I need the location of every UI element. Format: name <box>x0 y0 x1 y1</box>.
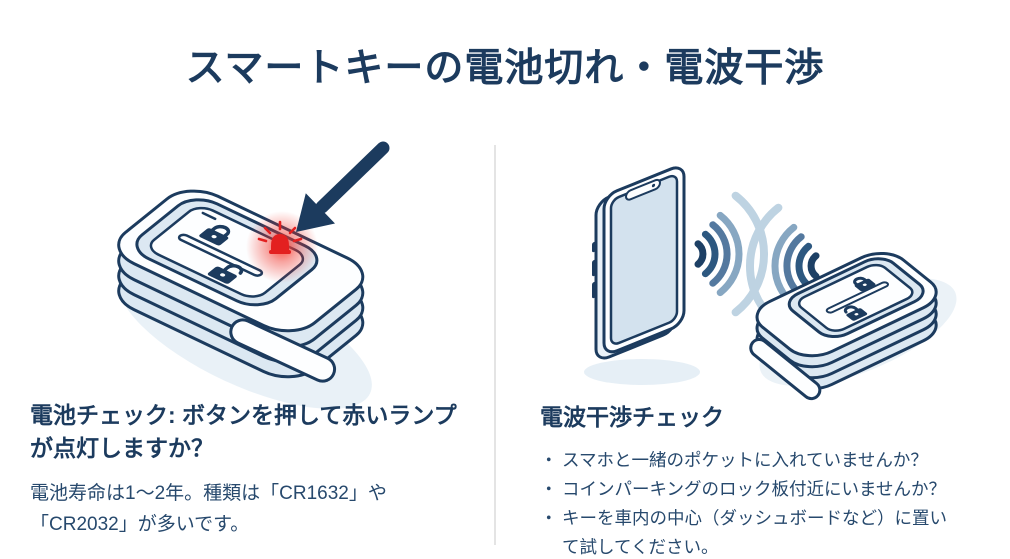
heading-line: 電池チェック: ボタンを押して赤いランプ <box>30 402 457 428</box>
list-item-line: キーを車内の中心（ダッシュボードなど）に置い <box>562 508 947 528</box>
list-item-line: て試してください。 <box>562 537 719 557</box>
list-item: ・ キーを車内の中心（ダッシュボードなど）に置い て試してください。 <box>540 504 1005 559</box>
list-item-text: コインパーキングのロック板付近にいませんか？ <box>562 479 946 499</box>
list-item: ・ スマホと一緒のポケットに入れていませんか？ <box>540 446 1005 475</box>
bullet-marker: ・ <box>540 450 558 470</box>
bullet-marker: ・ <box>540 479 558 499</box>
page-title: スマートキーの電池切れ・電波干渉 <box>185 47 825 90</box>
phone-notch <box>626 178 660 201</box>
right-fob-grip <box>747 336 823 402</box>
battery-check-heading: 電池チェック: ボタンを押して赤いランプ が点灯しますか？ <box>30 399 490 465</box>
interference-illustration <box>584 164 957 409</box>
lock-icon <box>850 275 876 292</box>
lock-icon <box>199 223 236 246</box>
unlock-icon <box>841 304 868 321</box>
heading-line: が点灯しますか？ <box>30 435 214 461</box>
list-item: ・ コインパーキングのロック板付近にいませんか？ <box>540 475 1005 504</box>
section-divider <box>494 145 496 545</box>
list-item-text: キーを車内の中心（ダッシュボードなど）に置い て試してください。 <box>562 504 1005 559</box>
phone-side-buttons <box>592 241 597 299</box>
key-fob-illustration <box>99 141 390 409</box>
unlock-icon <box>207 260 246 284</box>
smartphone-illustration <box>592 164 684 364</box>
interference-check-heading: 電波干渉チェック <box>540 404 724 430</box>
interference-check-list: ・ スマホと一緒のポケットに入れていませんか？ ・ コインパーキングのロック板付… <box>540 446 1005 559</box>
body-line: 「CR2032」が多いです。 <box>30 514 250 535</box>
right-key-fob-illustration <box>745 246 948 402</box>
body-line: 電池寿命は1〜2年。種類は「CR1632」や <box>30 483 387 504</box>
list-item-text: スマホと一緒のポケットに入れていませんか？ <box>562 450 928 470</box>
interference-check-section: 電波干渉チェック ・ スマホと一緒のポケットに入れていませんか？ ・ コインパー… <box>540 401 1005 559</box>
battery-check-body: 電池寿命は1〜2年。種類は「CR1632」や 「CR2032」が多いです。 <box>30 478 490 540</box>
battery-check-section: 電池チェック: ボタンを押して赤いランプ が点灯しますか？ 電池寿命は1〜2年。… <box>30 399 490 540</box>
key-fob-grip <box>227 316 339 385</box>
phone-screen <box>611 174 677 347</box>
phone-shadow <box>584 359 700 385</box>
bullet-marker: ・ <box>540 508 558 528</box>
arrow-pointer-icon <box>296 141 390 232</box>
